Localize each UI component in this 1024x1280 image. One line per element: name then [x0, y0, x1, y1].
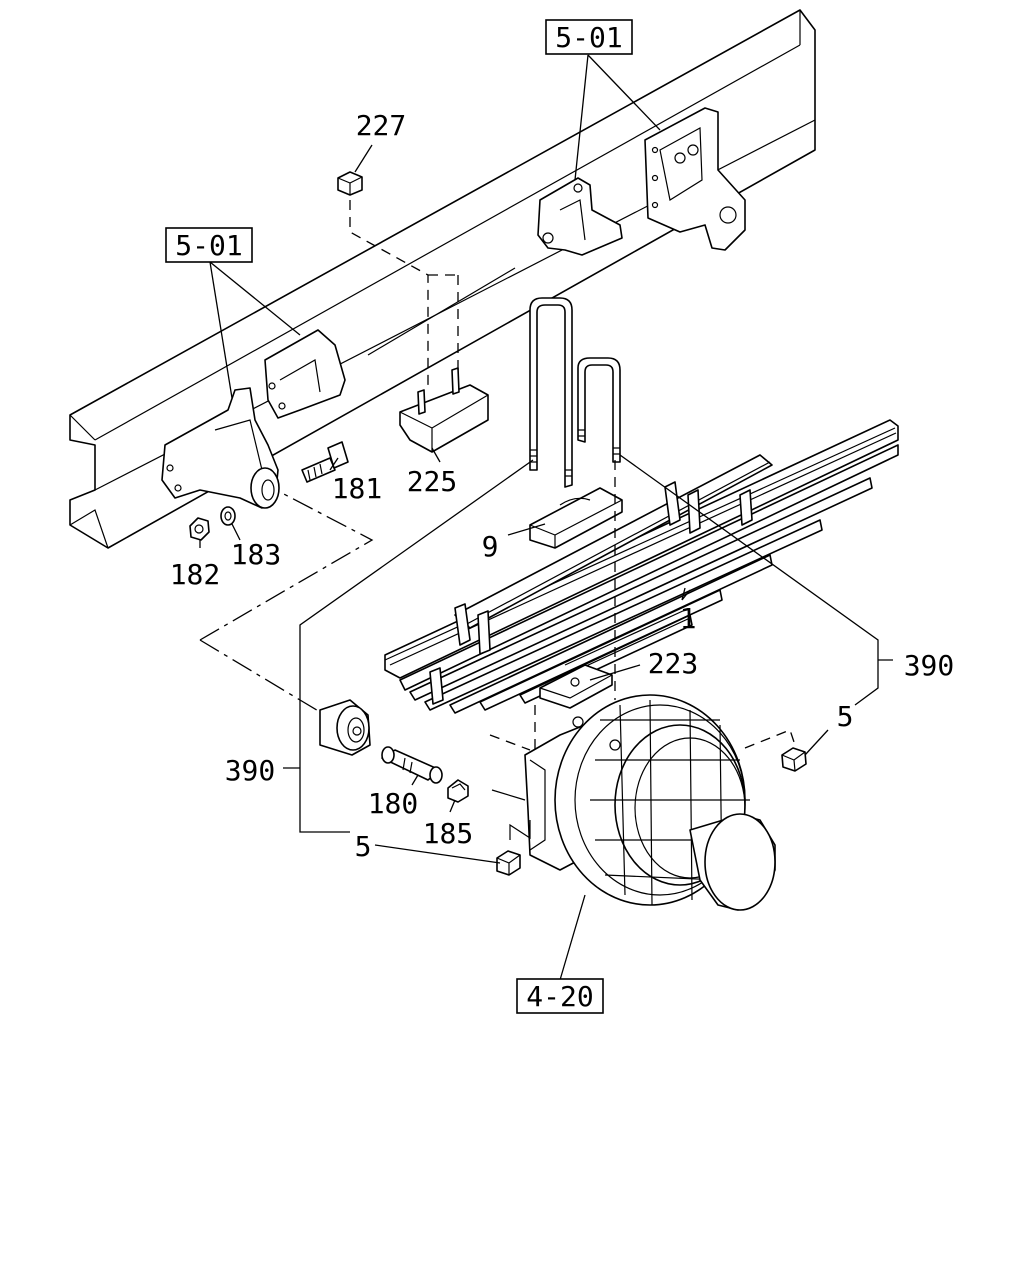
- ref-label-left: 5-01: [175, 229, 242, 262]
- label-227: 227: [356, 109, 407, 142]
- spring-eye: [319, 699, 371, 756]
- label-223: 223: [648, 647, 699, 680]
- pin-180: [381, 746, 443, 784]
- label-5-left: 5: [355, 830, 372, 863]
- grease-fitting-185: [447, 779, 469, 803]
- u-bolt-left: [529, 297, 573, 488]
- label-180: 180: [368, 787, 419, 820]
- front-hanger-plate: [264, 329, 346, 419]
- label-185: 185: [423, 817, 474, 850]
- leaf-spring-1: [384, 419, 899, 714]
- u-bolt-right: [577, 357, 621, 463]
- label-183: 183: [231, 538, 282, 571]
- bump-stopper-225: [399, 367, 489, 453]
- bolt-181: [301, 441, 349, 483]
- label-390-left: 390: [225, 754, 276, 787]
- axle-drum-4-20: [524, 694, 776, 911]
- washer-183: [220, 506, 236, 526]
- front-hanger-bracket: [161, 387, 280, 509]
- plate-223: [539, 664, 613, 709]
- nut-227: [337, 171, 363, 196]
- leader-lines: [199, 54, 893, 981]
- ref-box-top[interactable]: 5-01: [545, 19, 633, 55]
- spacer-block-9: [529, 487, 623, 549]
- label-390-right: 390: [904, 649, 955, 682]
- label-182: 182: [170, 558, 221, 591]
- ref-box-left[interactable]: 5-01: [165, 227, 253, 263]
- ref-label-axle: 4-20: [526, 980, 593, 1013]
- nut-5-right: [781, 747, 807, 772]
- rear-shackle-bracket: [537, 177, 623, 256]
- label-181: 181: [332, 472, 383, 505]
- ref-box-axle[interactable]: 4-20: [516, 978, 604, 1014]
- rear-hanger-bracket: [644, 107, 746, 251]
- label-225: 225: [407, 465, 458, 498]
- nut-5-left: [496, 850, 521, 876]
- ref-label-top: 5-01: [555, 21, 622, 54]
- label-1: 1: [680, 602, 697, 635]
- label-9: 9: [482, 530, 499, 563]
- label-5-right: 5: [837, 700, 854, 733]
- nut-182: [189, 517, 210, 541]
